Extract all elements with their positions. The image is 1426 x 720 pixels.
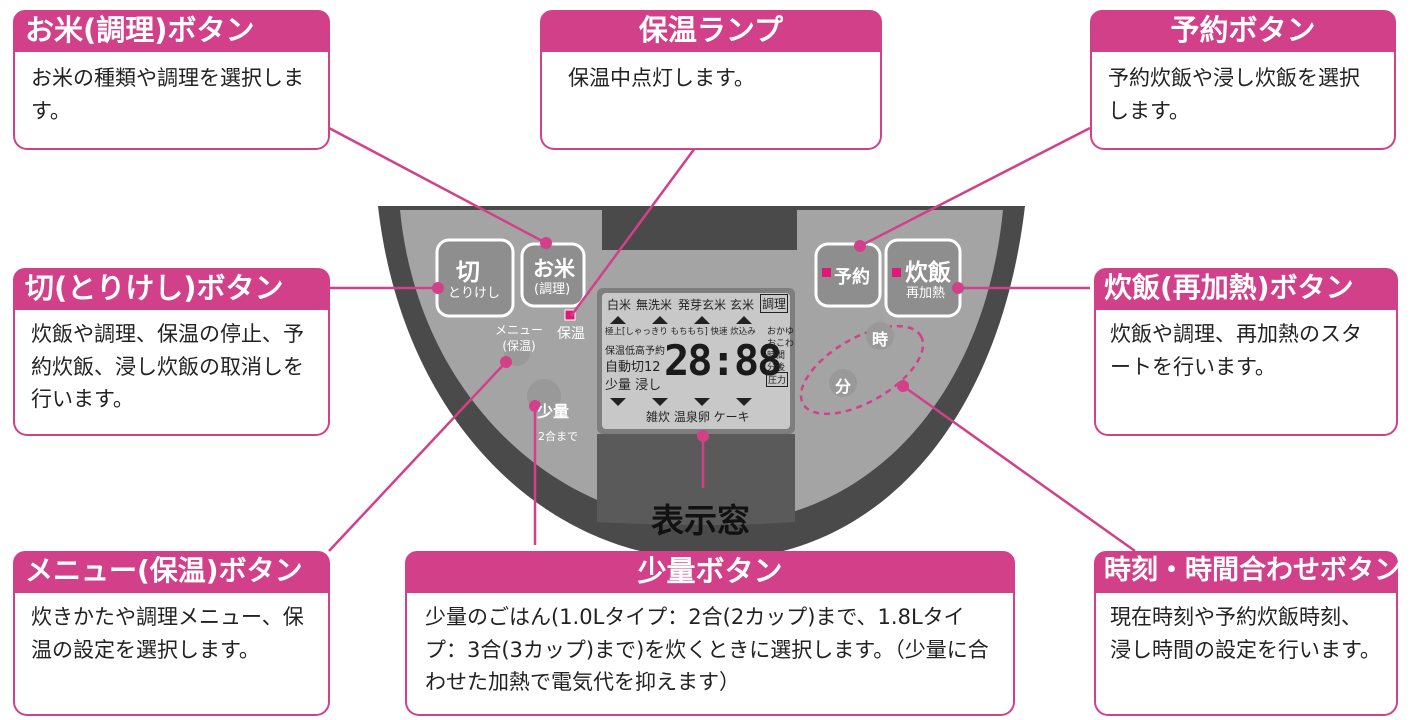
callout-yoyaku: 予約ボタン 予約炊飯や浸し炊飯を選択します。 <box>1090 10 1396 150</box>
callout-text: 炊飯や調理、再加熱のスタートを行います。 <box>1094 310 1398 436</box>
callout-title: 保温ランプ <box>540 10 882 52</box>
lcd-bottom-row: 雑炊 温泉卵 ケーキ <box>646 410 750 424</box>
callout-kiri: 切(とりけし)ボタン 炊飯や調理、保温の停止、予約炊飯、浸し炊飯の取消しを行いま… <box>13 268 330 436</box>
shoryo-main-label: 少量 <box>537 402 570 421</box>
lcd-right-line: 時間 <box>767 351 786 361</box>
callout-text: 少量のごはん(1.0Lタイプ：2合(2カップ)まで、1.8Lタイプ：3合(3カッ… <box>405 593 1015 716</box>
suihan-sub-label: 再加熱 <box>906 286 946 301</box>
suihan-button-shape <box>884 238 962 318</box>
yoyaku-label: 予約 <box>834 267 870 288</box>
callout-title: お米(調理)ボタン <box>13 10 330 52</box>
lcd-right-line: おかゆ <box>767 327 795 337</box>
callout-title: 炊飯(再加熱)ボタン <box>1094 268 1398 310</box>
okome-button-shape <box>520 242 586 308</box>
okome-sub-label: (調理) <box>534 282 571 297</box>
callout-text: 炊飯や調理、保温の停止、予約炊飯、浸し炊飯の取消しを行います。 <box>13 310 330 436</box>
callout-suihan: 炊飯(再加熱)ボタン 炊飯や調理、再加熱のスタートを行います。 <box>1094 268 1398 436</box>
hoon-label: 保温 <box>557 326 585 342</box>
leader-dots <box>432 237 964 442</box>
time-buttons-outline <box>799 324 925 416</box>
callout-title: 予約ボタン <box>1090 10 1396 52</box>
hoon-lamp <box>564 309 576 321</box>
yoyaku-lamp <box>822 268 831 277</box>
lcd-rice-type: 発芽玄米 <box>678 298 727 312</box>
kiri-main-label: 切 <box>456 258 480 286</box>
callout-okome: お米(調理)ボタン お米の種類や調理を選択します。 <box>13 10 330 150</box>
callout-text: 保温中点灯します。 <box>540 52 882 150</box>
lcd-rice-type: 白米 <box>607 298 632 312</box>
kiri-button-shape <box>435 238 515 318</box>
callout-text: 炊きかたや調理メニュー、保温の設定を選択します。 <box>13 593 330 716</box>
lcd-left-line: 少量 浸し <box>605 378 662 393</box>
lcd-left-line: 自動切12 <box>605 360 661 375</box>
kiri-sub-label: とりけし <box>448 286 501 301</box>
callout-menu: メニュー(保温)ボタン 炊きかたや調理メニュー、保温の設定を選択します。 <box>13 551 330 716</box>
ji-label: 時 <box>872 330 889 349</box>
callout-title: 少量ボタン <box>405 551 1015 593</box>
lcd-left-line: 保温低高予約 <box>605 346 665 357</box>
lcd-right-line: 分後 <box>767 363 786 373</box>
lcd-right-line: おこわ <box>767 339 795 349</box>
lcd-course-row: 極上[しゃっきり もちもち] 快速 炊込み <box>605 327 756 337</box>
display-window-label: 表示窓 <box>651 501 750 540</box>
menu-label: メニュー (保温) <box>495 323 544 353</box>
callout-text: 現在時刻や予約炊飯時刻、浸し時間の設定を行います。 <box>1094 593 1398 716</box>
ji-button-shape <box>866 322 894 350</box>
leader-lines <box>328 126 1136 553</box>
fun-label: 分 <box>835 377 852 396</box>
callout-text: 予約炊飯や浸し炊飯を選択します。 <box>1090 52 1396 150</box>
shoryo-sub-label: 2合まで <box>538 430 578 443</box>
lcd-rice-type: 無洗米 <box>636 298 673 312</box>
lcd-digits: 28:88 <box>664 336 782 385</box>
lcd-lower-housing <box>597 434 795 525</box>
okome-main-label: お米 <box>533 257 575 281</box>
suihan-main-label: 炊飯 <box>905 260 951 286</box>
callout-title: 時刻・時間合わせボタン <box>1094 551 1401 593</box>
callout-title: 切(とりけし)ボタン <box>13 268 330 310</box>
callout-shoryo: 少量ボタン 少量のごはん(1.0Lタイプ：2合(2カップ)まで、1.8Lタイプ：… <box>405 551 1015 716</box>
lcd-rice-type: 調理 <box>760 294 789 313</box>
lcd-arrows <box>610 316 752 406</box>
callout-text: お米の種類や調理を選択します。 <box>13 52 330 150</box>
callout-jikoku: 時刻・時間合わせボタン 現在時刻や予約炊飯時刻、浸し時間の設定を行います。 <box>1094 551 1401 716</box>
suihan-lamp <box>892 268 901 277</box>
lcd-rice-type: 玄米 <box>730 298 755 312</box>
callout-title: メニュー(保温)ボタン <box>13 551 330 593</box>
callout-hoon-lamp: 保温ランプ 保温中点灯します。 <box>540 10 882 150</box>
yoyaku-button-shape <box>814 242 882 308</box>
fun-button-shape <box>829 369 857 397</box>
lcd-screen <box>602 293 790 429</box>
lcd-right-line: 圧力 <box>766 372 789 387</box>
